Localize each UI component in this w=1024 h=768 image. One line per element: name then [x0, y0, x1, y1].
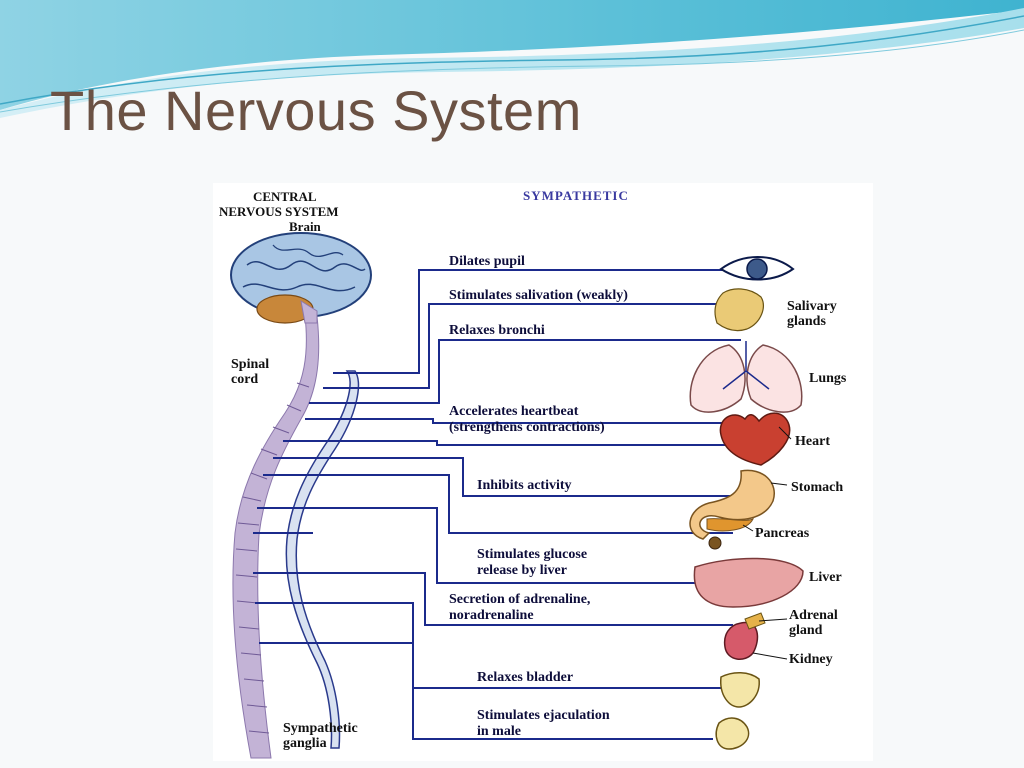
organ-label-pancreas: Pancreas [755, 526, 810, 541]
vertebra-ticks [235, 382, 310, 734]
organ-label-kidney: Kidney [789, 652, 833, 667]
brain [230, 232, 372, 324]
sympathetic-header: SYMPATHETIC [523, 188, 629, 203]
organ-label-salivary-line2: glands [787, 314, 826, 329]
action-liver-line1: Stimulates glucose [477, 547, 588, 562]
reproductive-illustration [715, 717, 750, 750]
action-bronchi: Relaxes bronchi [449, 323, 545, 338]
decorative-banner [0, 0, 1024, 118]
diagram-artwork [230, 232, 804, 759]
action-adrenal-line2: noradrenaline [449, 608, 534, 623]
action-stomach: Inhibits activity [477, 478, 572, 493]
action-ejaculation-line1: Stimulates ejaculation [477, 708, 610, 723]
sympathetic-chain [285, 370, 360, 749]
action-salivation: Stimulates salivation (weakly) [449, 288, 628, 303]
eye-illustration [719, 256, 795, 281]
organ-label-stomach: Stomach [791, 480, 844, 495]
organ-label-lungs: Lungs [809, 371, 847, 386]
organ-label-heart: Heart [795, 434, 830, 449]
cns-label-line1: CENTRAL [253, 189, 317, 204]
slide-title: The Nervous System [50, 79, 582, 142]
spinal-cord-label-line2: cord [231, 372, 259, 387]
action-dilates-pupil: Dilates pupil [449, 254, 525, 269]
organ-label-adrenal-line2: gland [789, 623, 823, 638]
action-ejaculation-line2: in male [477, 724, 521, 739]
leader-lines [742, 426, 792, 660]
cns-label-line2: NERVOUS SYSTEM [219, 204, 339, 219]
spinal-cord [232, 315, 320, 759]
lungs-illustration [689, 341, 803, 413]
action-bladder: Relaxes bladder [477, 670, 574, 685]
brain-label: Brain [289, 219, 321, 234]
bladder-illustration [720, 672, 760, 708]
organ-label-salivary-line1: Salivary [787, 299, 837, 314]
stomach-pancreas-illustration [689, 469, 775, 550]
nerve-pathways [253, 269, 747, 740]
ganglia-label-line2: ganglia [283, 736, 327, 751]
liver-illustration [693, 557, 804, 608]
salivary-glands-illustration [714, 288, 764, 332]
organ-label-liver: Liver [809, 570, 842, 585]
organ-label-adrenal-line1: Adrenal [789, 608, 838, 623]
nervous-system-diagram: CENTRAL NERVOUS SYSTEM Brain SYMPATHETIC… [213, 183, 873, 761]
action-heart-line1: Accelerates heartbeat [449, 404, 579, 419]
action-heart-line2: (strengthens contractions) [449, 420, 605, 435]
heart-illustration [719, 412, 791, 466]
adrenal-kidney-illustration [723, 612, 766, 660]
action-adrenal-line1: Secretion of adrenaline, [449, 592, 591, 607]
action-liver-line2: release by liver [477, 563, 567, 578]
spinal-cord-label-line1: Spinal [231, 357, 270, 372]
ganglia-label-line1: Sympathetic [283, 721, 358, 736]
